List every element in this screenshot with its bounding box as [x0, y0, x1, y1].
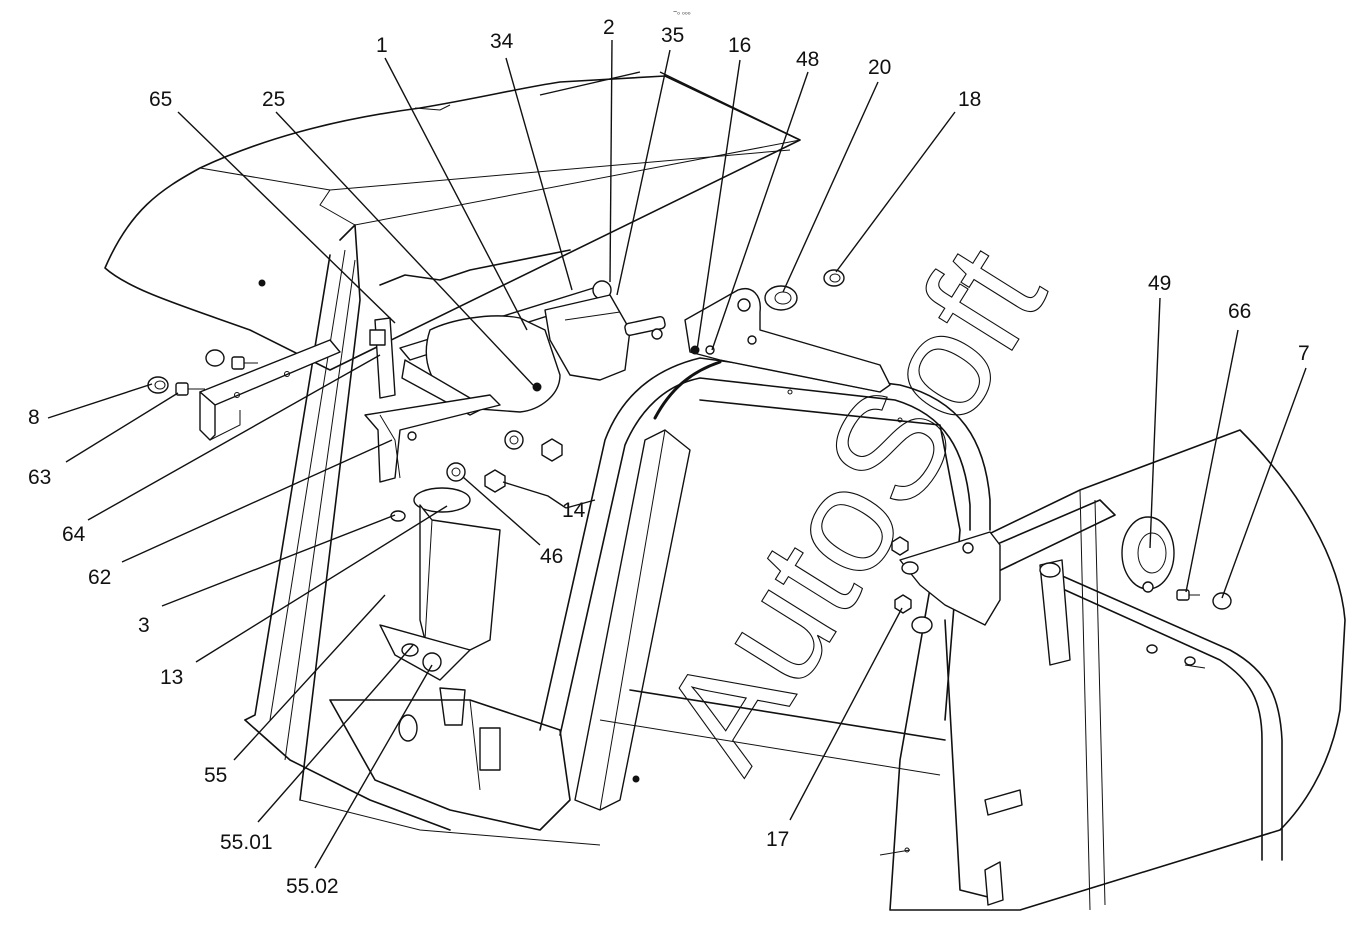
leader-34: [505, 57, 573, 291]
leader-lines: [47, 39, 1307, 869]
nut-14: [484, 438, 563, 493]
grommet-20: [764, 285, 798, 311]
callout-66: 66: [1228, 300, 1251, 323]
wiper-bracket: [199, 339, 341, 441]
nut-pair: [205, 349, 258, 370]
washer-upper: [504, 430, 524, 450]
plug-7: [1212, 592, 1232, 610]
hinge-plate: [684, 288, 891, 393]
cab-roof: [104, 75, 801, 371]
callout-64: 64: [62, 523, 86, 546]
leader-55: [233, 594, 386, 761]
callout-48: 48: [796, 48, 819, 71]
grommet-18: [823, 269, 845, 287]
callout-49: 49: [1148, 272, 1171, 295]
leader-35: [539, 49, 801, 296]
leader-3: [161, 514, 396, 607]
leader-49: [1149, 297, 1161, 549]
leader-1: [384, 57, 528, 331]
callout-55-02: 55.02: [286, 875, 339, 898]
bolt-66: [1176, 589, 1200, 601]
callout-labels: 1 2 3 7 8 13 14 16 17 18 20 25 34 35 46 …: [28, 16, 1310, 898]
cab-left-pillar: [244, 224, 601, 846]
callout-20: 20: [868, 56, 891, 79]
leader-18: [835, 111, 956, 273]
cover-49: [1121, 516, 1175, 593]
callout-55-01: 55.01: [220, 831, 273, 854]
leader-17: [789, 607, 903, 821]
leader-65: [177, 111, 396, 324]
callout-17: 17: [766, 828, 789, 851]
lower-left-panel: [329, 699, 640, 831]
callout-14: 14: [562, 499, 586, 522]
washer-46: [446, 462, 466, 482]
leader-62: [121, 439, 393, 563]
callout-3: 3: [138, 614, 150, 637]
leader-14: [502, 481, 596, 509]
washer-reservoir: [379, 487, 501, 742]
callout-35: 35: [661, 24, 684, 47]
callout-34: 34: [490, 30, 514, 53]
bolt-63: [175, 382, 205, 396]
callout-2: 2: [603, 16, 615, 39]
callout-25: 25: [262, 88, 285, 111]
leader-64: [87, 354, 381, 521]
wiper-motor-assembly: [399, 280, 666, 416]
callout-7: 7: [1298, 342, 1310, 365]
leader-55-02: [314, 664, 433, 869]
callout-55: 55: [204, 764, 227, 787]
wiper-link-arm: [364, 317, 501, 483]
leader-20: [782, 81, 879, 293]
callout-63: 63: [28, 466, 51, 489]
leader-66: [1185, 329, 1239, 593]
leader-13: [195, 505, 448, 663]
callout-62: 62: [88, 566, 111, 589]
callout-1: 1: [376, 34, 388, 57]
callout-46: 46: [540, 545, 563, 568]
leader-7: [1221, 367, 1307, 599]
callout-16: 16: [728, 34, 751, 57]
leader-2: [609, 39, 613, 283]
leader-48: [711, 71, 809, 351]
leader-46: [462, 476, 541, 546]
leader-25: [275, 111, 534, 386]
header-mark: −₀ ₀₀₀: [673, 9, 691, 16]
leader-55-01: [257, 644, 414, 823]
leader-63: [65, 392, 179, 463]
callout-18: 18: [958, 88, 981, 111]
door-frame: [539, 357, 991, 811]
callout-65: 65: [149, 88, 172, 111]
callout-8: 8: [28, 406, 40, 429]
callout-13: 13: [160, 666, 183, 689]
right-door: [879, 429, 1346, 911]
leader-16: [696, 59, 741, 351]
watermark-text: AutoSoft: [629, 219, 1076, 796]
leader-8: [47, 383, 153, 419]
